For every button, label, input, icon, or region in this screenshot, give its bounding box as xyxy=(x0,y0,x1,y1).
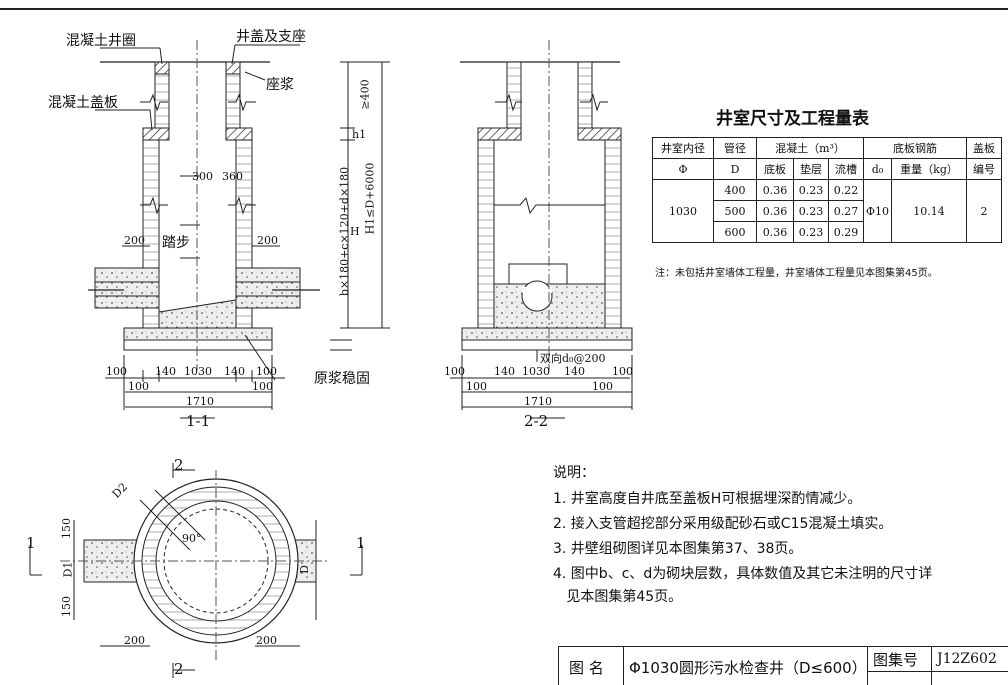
dim-h400: ≥400 xyxy=(358,79,372,110)
dim-100-d: 100 xyxy=(252,380,273,393)
cell-channel: 0.27 xyxy=(828,200,864,222)
quantity-table: 井室内径 管径 混凝土（m³） 底板钢筋 盖板 Φ D 底板 垫层 流槽 d₀ … xyxy=(652,137,1003,243)
section-2-2-drawing xyxy=(450,40,633,419)
th2-base: 底板 xyxy=(756,158,794,180)
dim-D1: D1 xyxy=(61,561,75,578)
label-mortar-fix: 原浆稳固 xyxy=(314,371,370,387)
th-concrete: 混凝土（m³） xyxy=(756,137,864,159)
table-title: 井室尺寸及工程量表 xyxy=(716,109,869,129)
label-mortar-bed: 座浆 xyxy=(266,77,294,93)
dim-360: 360 xyxy=(222,170,243,183)
dim-100-h: 100 xyxy=(592,380,613,393)
th2-channel: 流槽 xyxy=(828,158,864,180)
cell-D: 400 xyxy=(713,179,757,201)
dim-100-a: 100 xyxy=(106,365,127,378)
atlas-number: J12Z602 xyxy=(937,651,997,667)
th2-weight: 重量（kg） xyxy=(891,158,968,180)
dim-150-bottom: 150 xyxy=(60,596,73,617)
cell-channel: 0.29 xyxy=(828,221,864,243)
label-concrete-ring: 混凝土井圈 xyxy=(66,33,136,49)
th2-phi: Φ xyxy=(652,158,714,180)
table-row: 600 0.36 0.23 0.29 xyxy=(653,221,1002,243)
cell-channel: 0.22 xyxy=(828,179,864,201)
cell-base: 0.36 xyxy=(756,200,794,222)
th-pipe: 管径 xyxy=(713,137,757,159)
explanation-item: 4. 图中b、c、d为砌块层数，具体数值及其它未注明的尺寸详 xyxy=(553,566,933,582)
cell-cushion: 0.23 xyxy=(793,221,829,243)
dim-wall-formula: b×180+c×120+d×180 xyxy=(338,166,352,297)
dim-300: 300 xyxy=(192,170,213,183)
cell-cushion: 0.23 xyxy=(793,200,829,222)
cell-weight: 10.14 xyxy=(891,179,968,243)
cut-label-1-right: 1 xyxy=(356,534,366,552)
cell-D: 500 xyxy=(713,200,757,222)
dim-100-g: 100 xyxy=(466,380,487,393)
dim-140-a: 140 xyxy=(155,365,176,378)
th2-d0: d₀ xyxy=(862,158,893,180)
dim-100-f: 100 xyxy=(612,365,633,378)
explanation-title: 说明： xyxy=(553,465,595,481)
dim-1030-a: 1030 xyxy=(184,365,212,378)
cell-diameter: 1030 xyxy=(652,179,714,243)
dim-100-c: 100 xyxy=(128,380,149,393)
title-block: 图 名 Φ1030圆形污水检查井（D≤600） 图集号 J12Z602 xyxy=(558,646,1008,685)
cell-cushion: 0.23 xyxy=(793,179,829,201)
table-row: 500 0.36 0.23 0.27 xyxy=(653,200,1002,222)
section-label-2-2: 2-2 xyxy=(524,412,549,430)
cell-base: 0.36 xyxy=(756,221,794,243)
th2-no: 编号 xyxy=(966,158,1003,180)
dim-H1: H1≤D+6000 xyxy=(363,162,377,235)
dim-100-b: 100 xyxy=(256,365,277,378)
label-cover-support: 井盖及支座 xyxy=(236,29,306,45)
dim-angle: 90° xyxy=(182,532,202,545)
dim-H: H xyxy=(350,225,360,238)
dim-D: D xyxy=(297,565,311,574)
dim-200-plan-left: 200 xyxy=(124,634,145,647)
cell-base: 0.36 xyxy=(756,179,794,201)
dim-140-b: 140 xyxy=(224,365,245,378)
th-diameter: 井室内径 xyxy=(652,137,714,159)
explanation-item: 1. 井室高度自井底至盖板H可根据埋深酌情减少。 xyxy=(553,491,862,507)
dim-200-left: 200 xyxy=(124,234,145,247)
label-steps: 踏步 xyxy=(162,235,190,251)
th2-D: D xyxy=(713,158,757,180)
atlas-label: 图集号 xyxy=(873,651,919,669)
cut-label-2-top: 2 xyxy=(174,456,184,474)
dim-200-plan-right: 200 xyxy=(256,634,277,647)
dim-140-c: 140 xyxy=(494,365,515,378)
title-block-label: 图 名 xyxy=(569,659,604,677)
dim-100-e: 100 xyxy=(444,365,465,378)
dim-150-top: 150 xyxy=(60,518,73,539)
section-1-1-drawing xyxy=(88,40,390,419)
th-rebar: 底板钢筋 xyxy=(862,137,968,159)
section-label-1-1: 1-1 xyxy=(186,412,211,430)
dim-1030-b: 1030 xyxy=(522,365,550,378)
cut-label-2-bottom: 2 xyxy=(174,660,184,678)
dim-140-d: 140 xyxy=(564,365,585,378)
explanation-item: 2. 接入支管超挖部分采用级配砂石或C15混凝土填实。 xyxy=(553,516,893,532)
dim-1710-b: 1710 xyxy=(524,395,552,408)
th-slab: 盖板 xyxy=(966,137,1003,159)
dim-h1: h1 xyxy=(352,128,367,141)
label-rebar: 双向d₀@200 xyxy=(540,352,606,365)
table-note: 注：未包括井室墙体工程量，井室墙体工程量见本图集第45页。 xyxy=(655,268,938,279)
cell-D: 600 xyxy=(713,221,757,243)
dim-1710-a: 1710 xyxy=(186,395,214,408)
cell-slab-no: 2 xyxy=(966,179,1003,243)
table-row: 1030 400 0.36 0.23 0.22 Φ10 10.14 2 xyxy=(652,179,1003,243)
dim-200-right: 200 xyxy=(257,234,278,247)
cut-label-1-left: 1 xyxy=(26,534,36,552)
explanation-item: 见本图集第45页。 xyxy=(553,589,683,605)
cell-d0: Φ10 xyxy=(862,179,893,243)
explanation-item: 3. 井壁组砌图详见本图集第37、38页。 xyxy=(553,541,803,557)
th2-cushion: 垫层 xyxy=(793,158,829,180)
plan-view-drawing xyxy=(29,463,363,678)
title-block-name: Φ1030圆形污水检查井（D≤600） xyxy=(629,659,867,677)
label-cover-slab: 混凝土盖板 xyxy=(48,95,118,111)
